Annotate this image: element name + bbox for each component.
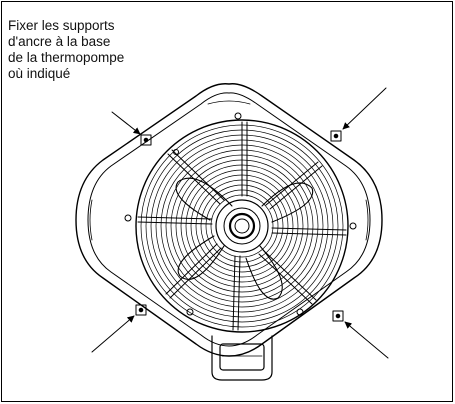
caption-line-2: d'ancre à la base (8, 34, 111, 49)
instruction-caption: Fixer les supports d'ancre à la base de … (8, 18, 124, 82)
leader-line-top-right (342, 87, 387, 130)
caption-line-1: Fixer les supports (8, 18, 115, 33)
guard-mounting-tabs (124, 112, 357, 316)
caption-line-4: où indiqué (8, 66, 71, 81)
fan-blades (175, 177, 314, 300)
service-access-box (211, 335, 273, 381)
fan-guard-spokes (137, 121, 347, 331)
anchor-bracket-top-right (330, 130, 342, 142)
housing-rib-right (365, 199, 369, 241)
anchor-bracket-bottom-right (332, 310, 344, 322)
housing-rib-left (89, 199, 93, 241)
leader-line-top-left (111, 111, 141, 135)
leader-line-bottom-right (344, 321, 389, 359)
anchor-bracket-top-left (140, 134, 152, 146)
caption-line-3: de la thermopompe (8, 50, 125, 65)
housing-rib-top (207, 100, 251, 105)
leader-line-bottom-left (91, 315, 135, 353)
anchor-bracket-bottom-left (135, 304, 147, 316)
fan-hub (215, 199, 269, 253)
housing-inner-outline (87, 92, 371, 347)
